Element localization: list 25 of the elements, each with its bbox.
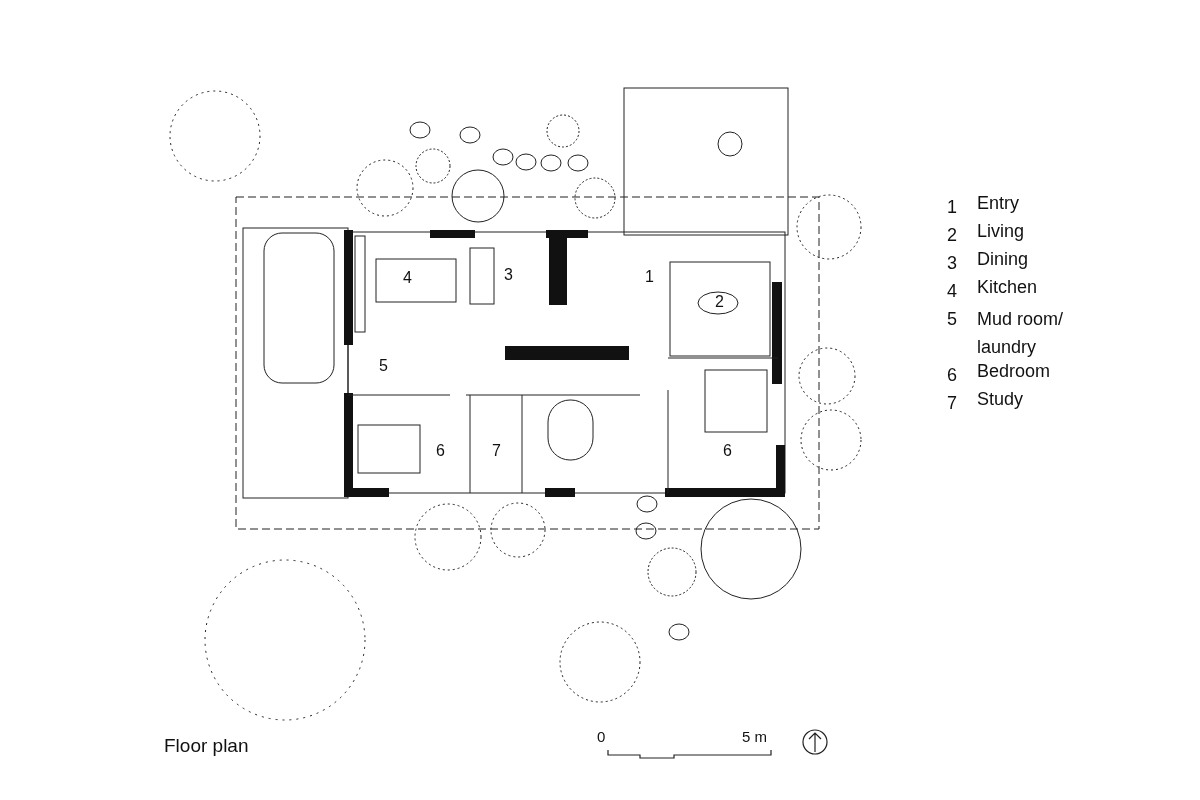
room-number: 2	[715, 292, 724, 312]
room-number: 6	[723, 441, 732, 461]
room-number: 7	[492, 441, 501, 461]
room-number: 3	[504, 265, 513, 285]
room-number: 1	[645, 267, 654, 287]
key-number: 5	[947, 309, 957, 329]
caption: Floor plan	[164, 736, 249, 756]
room-name: Living	[977, 221, 1025, 241]
room-name: Kitchen	[977, 277, 1038, 297]
room-number: 6	[436, 441, 445, 461]
key-number: 1	[947, 197, 957, 217]
room-number: 5	[379, 356, 388, 376]
room-name: Study	[977, 389, 1024, 409]
key-number: 4	[947, 281, 957, 301]
room-name: Entry	[977, 193, 1019, 213]
key-number: 3	[947, 253, 957, 273]
room-name: Mud room/ laundry	[977, 308, 1065, 359]
room-name: Dining	[977, 249, 1029, 269]
room-number: 4	[403, 268, 412, 288]
key-number: 2	[947, 225, 957, 245]
scale-label: 5 m	[742, 727, 767, 747]
scale-label: 0	[597, 727, 606, 747]
key-number: 6	[947, 365, 957, 385]
room-name: Bedroom	[977, 361, 1051, 381]
key-number: 7	[947, 393, 957, 413]
